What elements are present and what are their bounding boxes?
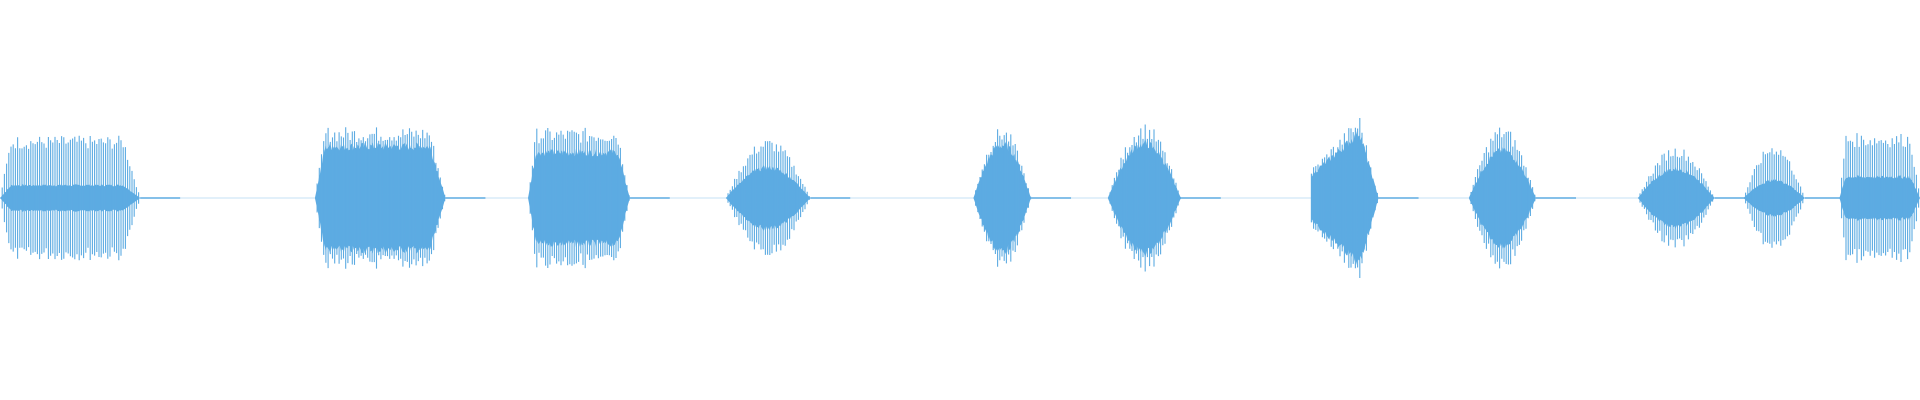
waveform-segment — [1839, 133, 1920, 263]
waveform-segment — [1637, 148, 1755, 248]
waveform-segment — [1107, 124, 1221, 272]
waveform-segment — [1743, 148, 1845, 248]
waveform-segment — [1310, 118, 1419, 278]
waveform-segment — [725, 141, 851, 255]
waveform-segment — [528, 127, 670, 269]
waveform-segments — [0, 118, 1920, 278]
waveform-segment — [314, 127, 486, 269]
waveform-segment — [0, 135, 181, 261]
waveform-segment — [1468, 127, 1576, 269]
waveform-segment — [973, 129, 1072, 267]
